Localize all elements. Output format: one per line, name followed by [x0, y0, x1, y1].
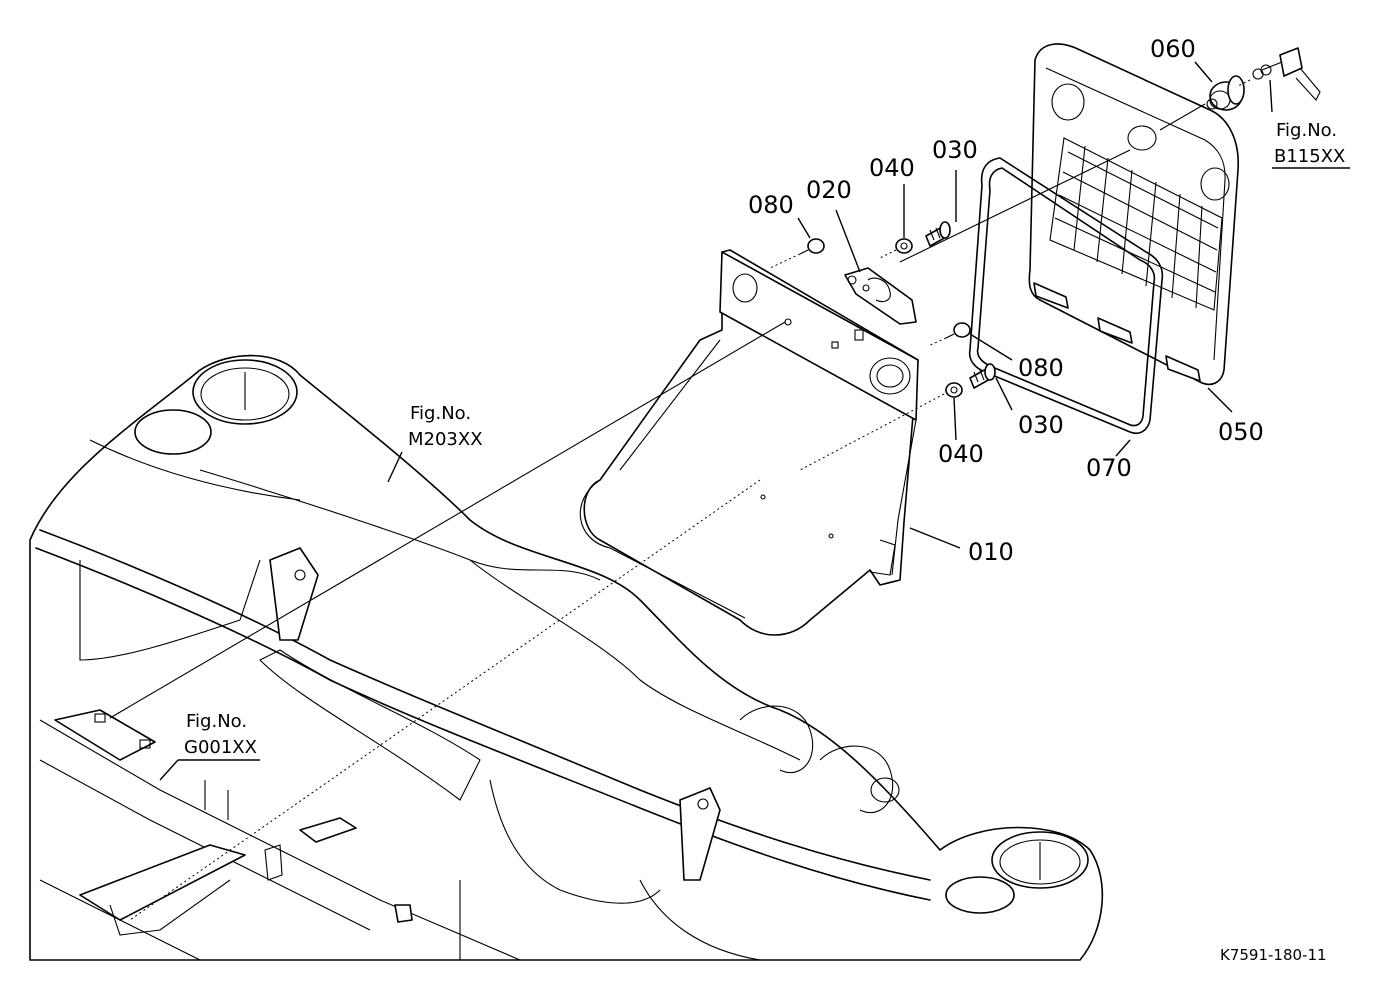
lock-cylinder-060	[1206, 47, 1321, 111]
part-label-040-lower: 040	[938, 440, 984, 468]
lower-frame-assembly	[39, 709, 521, 961]
part-label-020: 020	[806, 176, 852, 204]
drawing-id: K7591-180-11	[1220, 946, 1327, 964]
figure-references: Fig.No. B115XX Fig.No. M203XX Fig.No. G0…	[184, 120, 1345, 758]
fig-ref-b115-line1: Fig.No.	[1276, 120, 1337, 141]
part-label-070: 070	[1086, 454, 1132, 482]
part-label-080-lower: 080	[1018, 354, 1064, 382]
part-label-050: 050	[1218, 418, 1264, 446]
storage-box-010	[579, 249, 919, 636]
part-label-030-upper: 030	[932, 136, 978, 164]
wire-frame-070	[968, 157, 1164, 435]
fig-ref-m203-line2: M203XX	[408, 429, 483, 450]
part-label-080-upper: 080	[748, 191, 794, 219]
fig-ref-g001-line1: Fig.No.	[186, 711, 247, 732]
part-label-030-lower: 030	[1018, 411, 1064, 439]
latch-020	[844, 267, 917, 325]
lid-050	[1028, 43, 1239, 386]
fig-ref-b115-line2: B115XX	[1274, 146, 1345, 167]
fig-ref-m203-line1: Fig.No.	[410, 403, 471, 424]
fender-frame-body	[29, 354, 1104, 961]
leader-lines	[159, 61, 1350, 781]
fig-ref-g001-line2: G001XX	[184, 737, 257, 758]
assembly-guide-lines	[109, 79, 1251, 921]
part-labels: 060 030 040 020 080 080 030 040 050 070 …	[748, 35, 1264, 566]
part-label-040-upper: 040	[869, 154, 915, 182]
part-label-010: 010	[968, 538, 1014, 566]
hardware-fasteners	[799, 221, 996, 398]
part-label-060: 060	[1150, 35, 1196, 63]
